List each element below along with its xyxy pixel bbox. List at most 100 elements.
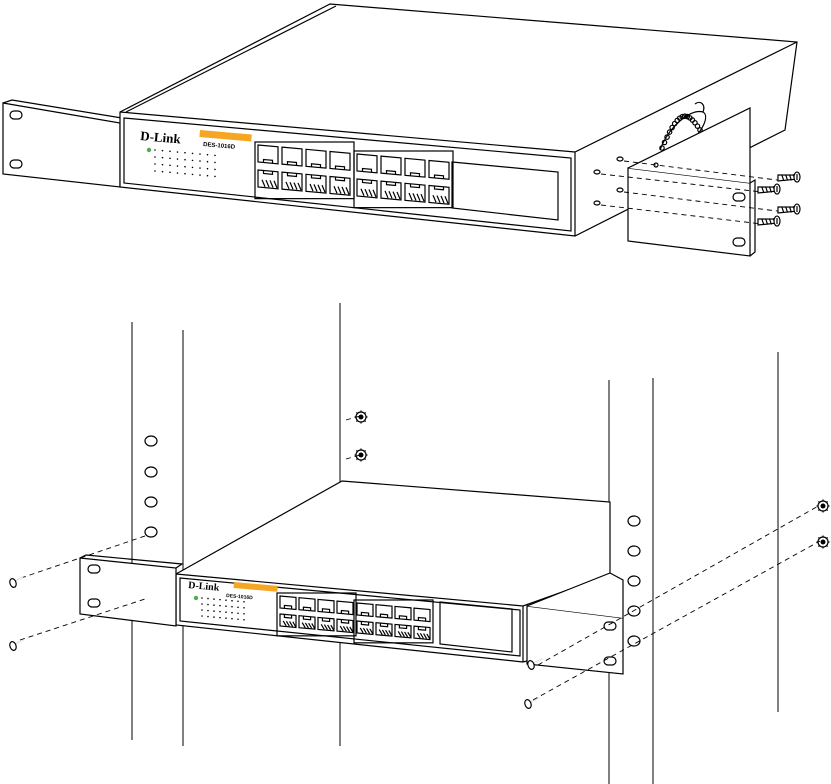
led-dot xyxy=(161,163,164,166)
led-dot xyxy=(214,161,216,164)
led-dot xyxy=(213,616,215,618)
top-port-icon xyxy=(428,184,450,205)
led-dot xyxy=(231,617,233,620)
bottom-port-icon xyxy=(356,602,374,618)
top-port-icon xyxy=(281,171,303,192)
right-post-holes xyxy=(627,515,641,647)
led-dot xyxy=(219,610,221,613)
led-dot xyxy=(225,611,227,613)
top-port-icon xyxy=(257,169,279,190)
bottom-port-group-right xyxy=(353,599,434,644)
top-port-icon xyxy=(305,148,327,169)
top-port-icon xyxy=(305,173,327,194)
led-dot xyxy=(219,616,221,619)
bottom-port-icon xyxy=(356,620,374,636)
screw-icon xyxy=(777,203,801,215)
led-dot xyxy=(219,604,221,607)
bottom-led-panel xyxy=(193,595,245,621)
top-port-group-right xyxy=(353,150,454,209)
top-model-banner xyxy=(199,130,252,142)
led-dot xyxy=(206,153,209,156)
bottom-brand-logo: D-Link xyxy=(188,580,220,594)
led-dot xyxy=(214,175,216,178)
side-mount-holes xyxy=(593,156,786,225)
led-dot xyxy=(214,154,216,157)
cage-nut-icon xyxy=(816,499,830,513)
led-dot xyxy=(231,599,233,602)
led-dot xyxy=(154,156,156,158)
vent-hole xyxy=(659,145,665,151)
bottom-port-icon xyxy=(298,615,316,630)
screw-icon xyxy=(9,576,24,588)
led-dot xyxy=(243,600,245,603)
top-screws xyxy=(757,171,801,227)
vent-hole xyxy=(669,124,675,131)
led-dot xyxy=(243,618,245,621)
bottom-model-banner xyxy=(233,582,278,592)
right-rack-bracket-icon xyxy=(627,107,756,257)
vent-hole xyxy=(681,113,688,120)
bottom-port-icon xyxy=(336,618,354,634)
led-dot xyxy=(161,149,164,152)
vent-hole xyxy=(666,129,673,135)
led-dot xyxy=(206,167,209,170)
led-dot xyxy=(184,165,186,168)
left-post-holes xyxy=(144,435,158,538)
led-dot xyxy=(237,618,239,621)
vent-hole xyxy=(661,139,668,146)
bottom-port-icon xyxy=(298,597,316,612)
bottom-left-bracket-icon xyxy=(79,554,184,627)
bottom-port-icon xyxy=(336,600,354,616)
bottom-port-icon xyxy=(375,622,393,637)
led-dot xyxy=(231,611,233,614)
led-dot xyxy=(201,597,203,599)
led-dot xyxy=(191,173,194,176)
bottom-switch-assembly: D-Link DES-1016D xyxy=(79,480,624,675)
led-dot xyxy=(191,166,194,169)
bottom-model-label: DES-1016D xyxy=(226,593,253,601)
vent-hole xyxy=(679,113,686,120)
led-dot xyxy=(243,606,245,609)
led-dot xyxy=(214,168,216,171)
power-led-icon xyxy=(146,147,152,153)
led-dot xyxy=(201,609,203,611)
top-port-icon xyxy=(356,178,378,199)
fan-vent-icon xyxy=(659,101,707,151)
led-dot xyxy=(184,158,186,161)
bottom-port-icon xyxy=(317,616,335,632)
screw-icon xyxy=(527,658,543,670)
bottom-port-icon xyxy=(394,605,412,621)
led-dot xyxy=(154,163,156,165)
led-dot xyxy=(169,157,171,160)
top-port-group-left xyxy=(254,141,355,200)
led-dot xyxy=(176,151,179,153)
led-dot xyxy=(237,612,239,615)
top-front-panel: D-Link DES-1016D xyxy=(140,128,559,221)
top-port-icon xyxy=(329,150,351,171)
top-port-icon xyxy=(329,175,351,196)
led-dot xyxy=(169,164,171,167)
top-port-icon xyxy=(404,157,426,178)
led-dot xyxy=(201,603,203,605)
led-dot xyxy=(243,612,245,615)
led-dot xyxy=(199,160,201,162)
led-dot xyxy=(169,171,171,174)
led-dot xyxy=(219,598,221,601)
led-dot xyxy=(199,153,201,155)
led-dot xyxy=(206,160,209,163)
top-port-icon xyxy=(380,155,402,176)
led-dot xyxy=(213,598,215,600)
screw-icon xyxy=(9,639,24,651)
top-switch-assembly: D-Link DES-1016D xyxy=(2,3,801,257)
led-dot xyxy=(237,600,239,603)
cage-nuts xyxy=(354,410,830,549)
led-dot xyxy=(161,156,164,159)
top-led-panel xyxy=(146,147,216,178)
cage-nut-icon xyxy=(354,448,368,462)
led-dot xyxy=(154,170,156,172)
led-dot xyxy=(199,167,201,169)
led-dot xyxy=(184,172,186,175)
led-dot xyxy=(154,149,156,151)
led-dot xyxy=(161,170,164,173)
led-dot xyxy=(201,615,203,617)
